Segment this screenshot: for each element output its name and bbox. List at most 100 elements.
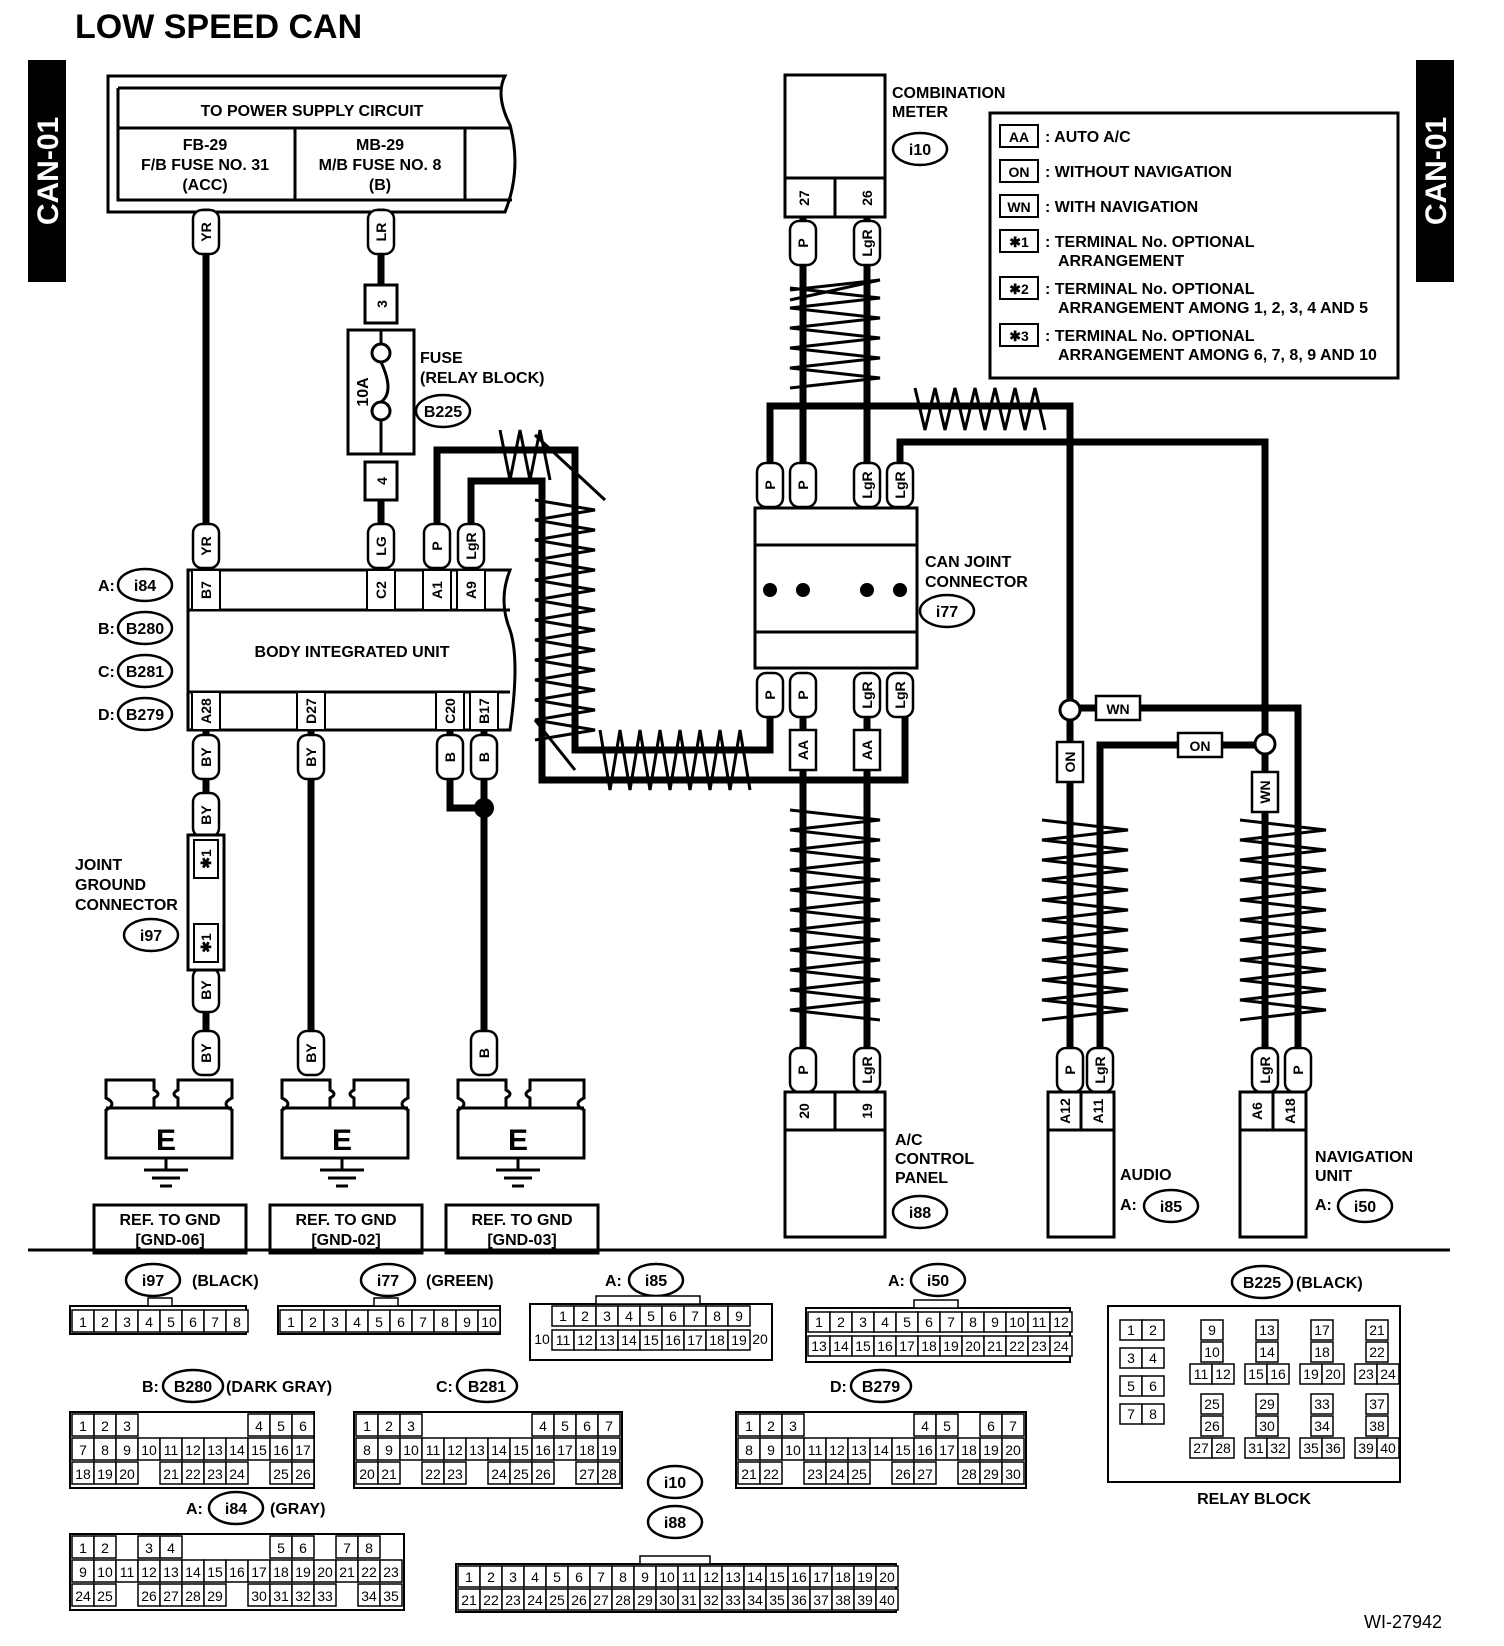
pin-number: 7 xyxy=(1009,1418,1017,1434)
pin-cell xyxy=(781,1413,805,1437)
conn-i85-letter: A: xyxy=(605,1273,622,1290)
pin-cell xyxy=(1049,1311,1073,1333)
audio-conn-id-oval xyxy=(1142,1188,1200,1224)
biu-conn-letter: D: xyxy=(98,707,115,724)
pin-number: 4 xyxy=(145,1314,153,1330)
pin-number: 9 xyxy=(1208,1322,1216,1338)
pin-number: 6 xyxy=(1149,1378,1157,1394)
pin-number: 22 xyxy=(185,1466,201,1482)
pin-number: 6 xyxy=(583,1418,591,1434)
pin-cell xyxy=(379,1583,403,1607)
pin-number: 27 xyxy=(579,1466,595,1482)
wire-p: P xyxy=(429,541,445,550)
pin-number: 10 xyxy=(481,1314,497,1330)
combination-meter: 27 26 COMBINATION METER xyxy=(783,73,1005,219)
pin-number: 4 xyxy=(353,1314,361,1330)
twisted-pairs xyxy=(498,278,1327,1022)
pin-number: 33 xyxy=(725,1592,741,1608)
pin-number: 18 xyxy=(709,1332,725,1348)
power-right-1: MB-29 xyxy=(356,137,404,154)
ac-conn-id-oval xyxy=(891,1194,949,1230)
pin-number: 5 xyxy=(277,1540,285,1556)
pin-cell xyxy=(477,1309,501,1333)
pin-number: 11 xyxy=(682,1569,697,1585)
pin-number: 36 xyxy=(791,1592,807,1608)
conn-b279-id-oval xyxy=(849,1368,913,1404)
wire-lgr: LgR xyxy=(463,532,479,559)
wire-lgr: LgR xyxy=(1092,1056,1108,1083)
wire-p-pill xyxy=(788,671,818,719)
pin-number: 28 xyxy=(601,1466,617,1482)
biu-bottom-pin: A28 xyxy=(198,698,214,724)
splice-wn xyxy=(1058,698,1082,722)
pin-number: 39 xyxy=(857,1592,873,1608)
pin-cell xyxy=(203,1583,227,1607)
pin-number: 40 xyxy=(879,1592,895,1608)
ac-pin-19: 19 xyxy=(859,1103,875,1119)
biu-bottom-pin-box xyxy=(469,691,499,731)
wire-lr-pill xyxy=(366,208,396,256)
wire-lgr-pill xyxy=(885,671,915,719)
power-left-3: (ACC) xyxy=(182,177,227,194)
ground-ref-code: [GND-06] xyxy=(135,1232,204,1249)
pin-number: 15 xyxy=(1248,1366,1264,1382)
pin-number: 18 xyxy=(835,1569,851,1585)
nav-label-2: UNIT xyxy=(1315,1168,1353,1185)
wire-lgr-pill xyxy=(852,219,882,267)
wire-lg: LG xyxy=(373,536,389,556)
pin-number: 19 xyxy=(97,1466,113,1482)
pin-number: 4 xyxy=(881,1314,889,1330)
pin-number: 4 xyxy=(539,1418,547,1434)
wire-wn-pill xyxy=(1250,770,1280,814)
conn-i10-id: i10 xyxy=(664,1475,686,1492)
pin-number: 12 xyxy=(447,1442,463,1458)
pin-number: 6 xyxy=(397,1314,405,1330)
pin-cell xyxy=(1255,1393,1279,1415)
pin-cell xyxy=(291,1461,315,1485)
pin-number: 26 xyxy=(535,1466,551,1482)
pin-number: 8 xyxy=(1149,1406,1157,1422)
pin-number: 2 xyxy=(487,1569,495,1585)
pin-number: 8 xyxy=(101,1442,109,1458)
pin-cell xyxy=(531,1461,555,1485)
pin-number: 17 xyxy=(295,1442,311,1458)
pin-cell xyxy=(1200,1319,1224,1341)
pin-number: 10 xyxy=(534,1331,550,1347)
pin-number: 1 xyxy=(815,1314,823,1330)
jg-conn-id: i97 xyxy=(140,928,162,945)
legend-text: : TERMINAL No. OPTIONAL xyxy=(1045,281,1255,298)
pin-number: 24 xyxy=(1380,1366,1396,1382)
ground-letter: E xyxy=(156,1124,176,1157)
wire-p-pill xyxy=(755,671,785,719)
pin-number: 10 xyxy=(659,1569,675,1585)
pin-number: 14 xyxy=(873,1442,889,1458)
pin-number: 2 xyxy=(101,1540,109,1556)
legend-code: WN xyxy=(1007,199,1030,215)
pin-number: 4 xyxy=(1149,1350,1157,1366)
joint-label-1: CAN JOINT xyxy=(925,554,1011,571)
ground-ref-box xyxy=(444,1203,600,1255)
pin-cell xyxy=(875,1565,899,1588)
pin-number: 19 xyxy=(983,1442,999,1458)
pin-number: 32 xyxy=(1270,1440,1286,1456)
conn-i84-id: i84 xyxy=(225,1501,247,1518)
pin-cell xyxy=(1001,1413,1025,1437)
pin-cell xyxy=(225,1461,249,1485)
wire-yr: YR xyxy=(198,536,214,555)
conn-b281-id-oval xyxy=(455,1368,519,1404)
pin-number: 25 xyxy=(851,1466,867,1482)
pin-number: 16 xyxy=(229,1564,245,1580)
wire-by-pill xyxy=(296,1029,326,1077)
pin-number: 20 xyxy=(965,1338,981,1354)
joint-conn-id: i77 xyxy=(936,604,958,621)
pin-cell xyxy=(377,1461,401,1485)
pin-number: 20 xyxy=(317,1564,333,1580)
conn-b279-letter: D: xyxy=(830,1379,847,1396)
pin-number: 1 xyxy=(559,1308,567,1324)
pin-number: 23 xyxy=(447,1466,463,1482)
ground-letter: E xyxy=(332,1124,352,1157)
wire-by: BY xyxy=(198,980,214,1000)
pin-cell xyxy=(1365,1393,1389,1415)
jg-conn-id-oval xyxy=(122,917,180,953)
legend-code-box xyxy=(999,276,1039,300)
